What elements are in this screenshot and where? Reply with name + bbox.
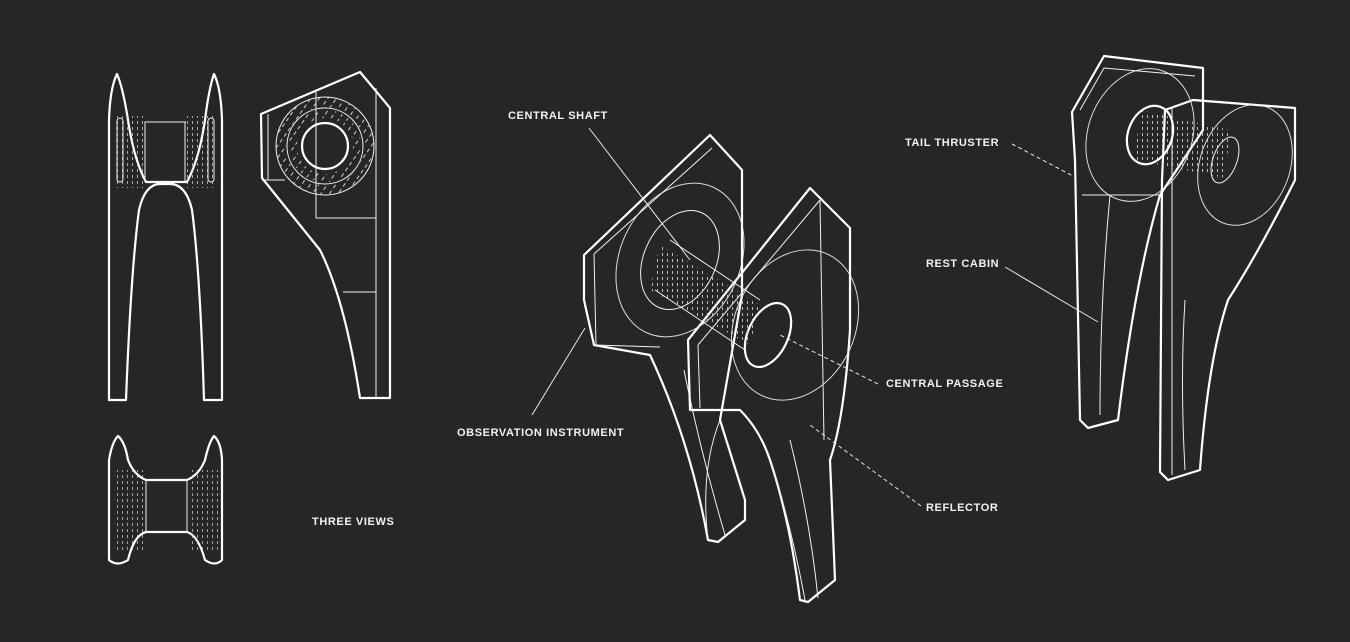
leader-lines [531,127,1099,507]
label-three-views: THREE VIEWS [312,516,395,528]
front-view-drawing [107,72,224,402]
leader-rest-cabin [1004,266,1099,323]
label-observation-instrument: OBSERVATION INSTRUMENT [457,427,625,439]
label-central-shaft: CENTRAL SHAFT [508,110,608,122]
leader-reflector [809,424,922,507]
label-central-passage: CENTRAL PASSAGE [886,378,1004,390]
leader-central-shaft [588,127,691,261]
main-isometric-drawing [582,133,860,604]
label-tail-thruster: TAIL THRUSTER [905,137,1000,149]
label-rest-cabin: REST CABIN [926,258,1000,270]
rear-isometric-drawing [1070,54,1297,482]
label-reflector: REFLECTOR [926,502,999,514]
top-view-drawing [107,434,224,565]
leader-tail-thruster [1011,143,1074,177]
leader-observation-instrument [531,327,586,416]
side-view-drawing [259,70,392,400]
leader-central-passage [779,334,879,385]
